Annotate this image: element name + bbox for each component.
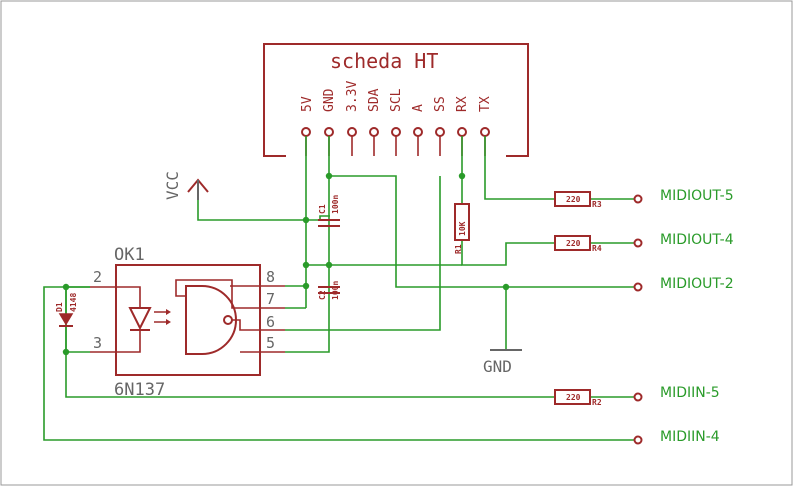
- connector-midiin-5: MIDIIN-5: [633, 385, 720, 402]
- svg-text:SDA: SDA: [367, 88, 382, 112]
- opto-pin-5: 5: [266, 334, 275, 352]
- d1-name: D1: [55, 302, 64, 312]
- wire-gnd-bus: [285, 136, 330, 353]
- capacitor-c1: C1 100n: [318, 195, 340, 227]
- connector-midiin-4: MIDIIN-4: [633, 429, 720, 445]
- optocoupler-ok1: OK1 6N137 2 3 8 7 6 5: [90, 245, 285, 400]
- r1-name: R1: [454, 244, 463, 254]
- vcc-symbol: VCC: [163, 171, 209, 200]
- board-pin-a: A: [411, 104, 426, 156]
- c1-name: C1: [318, 204, 327, 214]
- c2-value: 100n: [331, 281, 340, 300]
- wire-ss-to-pin6: [285, 176, 441, 331]
- r4-value: 220: [566, 239, 581, 248]
- gnd-symbol: GND: [483, 349, 522, 376]
- connector-midiout-4: MIDIOUT-4: [633, 232, 734, 248]
- midiout-2-label: MIDIOUT-2: [660, 276, 734, 292]
- r2-value: 220: [566, 393, 581, 402]
- resistor-r3: 220 R3: [554, 191, 602, 209]
- d1-value: 4148: [69, 293, 78, 312]
- opto-pin-8: 8: [266, 268, 275, 286]
- svg-text:A: A: [411, 104, 426, 112]
- opto-pin-2: 2: [93, 268, 102, 286]
- svg-text:RX: RX: [455, 96, 470, 112]
- wire-gnd-to-right: [329, 175, 638, 288]
- midiout-5-label: MIDIOUT-5: [660, 188, 734, 204]
- wire-vcc: [197, 194, 306, 221]
- opto-part: 6N137: [114, 380, 165, 400]
- connector-midiout-2: MIDIOUT-2: [633, 276, 734, 292]
- resistor-r4: 220 R4: [554, 235, 602, 253]
- wire-tx: [484, 136, 555, 200]
- board-pin-5v: 5V: [300, 96, 315, 156]
- svg-text:GND: GND: [322, 88, 337, 112]
- diode-d1: D1 4148: [55, 287, 78, 352]
- board-pin-ss: SS: [433, 96, 448, 156]
- svg-text:SS: SS: [433, 96, 448, 112]
- svg-text:TX: TX: [478, 96, 493, 112]
- board-title: scheda HT: [330, 49, 438, 73]
- capacitor-c2: C2 100n: [318, 281, 340, 300]
- svg-text:3.3V: 3.3V: [345, 81, 360, 112]
- r3-value: 220: [566, 195, 581, 204]
- wire-r1-bottom: [461, 240, 555, 266]
- midiin-4-label: MIDIIN-4: [660, 429, 720, 445]
- r2-name: R2: [592, 398, 602, 407]
- r3-name: R3: [592, 200, 602, 209]
- resistor-r1: 10K R1: [454, 203, 470, 254]
- opto-pin-3: 3: [93, 334, 102, 352]
- c2-name: C2: [318, 290, 327, 300]
- board-pin-3v3: 3.3V: [345, 81, 360, 156]
- opto-pin-7: 7: [266, 290, 275, 308]
- wires: [43, 136, 638, 441]
- r1-value: 10K: [458, 221, 467, 236]
- wire-midiin4: [43, 286, 638, 441]
- midiout-4-label: MIDIOUT-4: [660, 232, 734, 248]
- opto-pin-6: 6: [266, 313, 275, 331]
- r4-name: R4: [592, 244, 602, 253]
- board-pin-sda: SDA: [367, 88, 382, 156]
- c1-value: 100n: [331, 195, 340, 214]
- connector-midiout-5: MIDIOUT-5: [633, 188, 734, 204]
- wire-c1-top: [306, 215, 330, 221]
- board-pin-scl: SCL: [389, 88, 404, 156]
- midiin-5-label: MIDIIN-5: [660, 385, 720, 401]
- resistor-r2: 220 R2: [554, 389, 602, 407]
- svg-text:SCL: SCL: [389, 88, 404, 112]
- board-header: scheda HT 5V GND 3.3V SDA SCL A: [263, 43, 529, 157]
- opto-name: OK1: [114, 245, 145, 265]
- vcc-label: VCC: [163, 171, 182, 200]
- gnd-label: GND: [483, 357, 512, 376]
- svg-text:5V: 5V: [300, 96, 315, 112]
